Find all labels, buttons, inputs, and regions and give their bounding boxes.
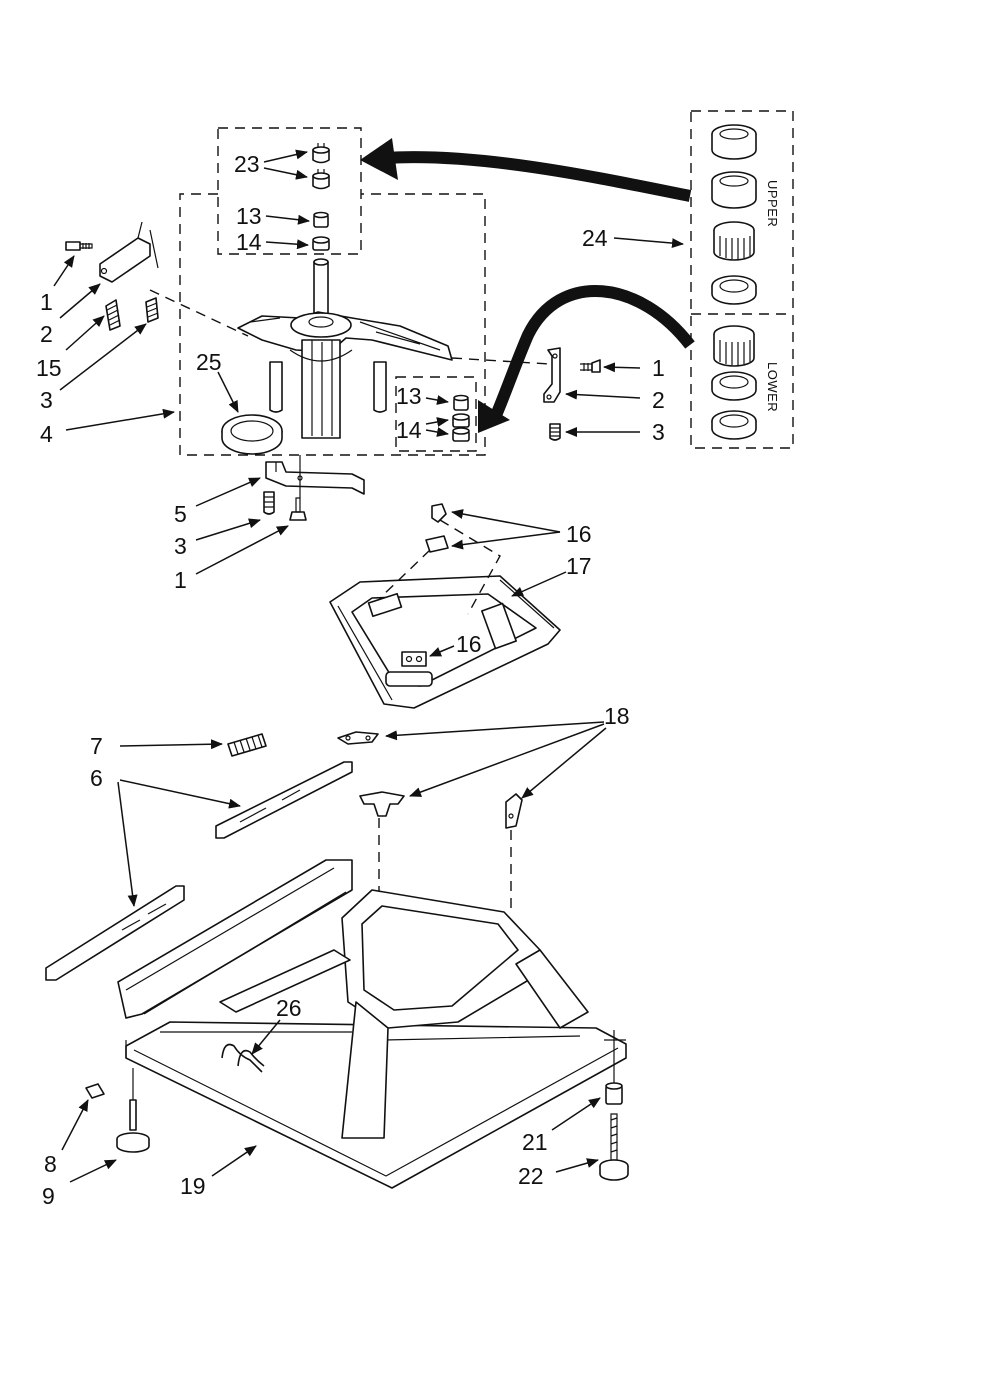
callout-16: 16 bbox=[566, 521, 592, 547]
pad-16 bbox=[431, 503, 447, 523]
bolt-1 bbox=[580, 359, 601, 373]
callout-2: 2 bbox=[40, 321, 53, 347]
snubber-23 bbox=[312, 169, 330, 190]
pin-8 bbox=[85, 1083, 105, 1099]
left-bracket-group bbox=[65, 221, 159, 331]
spring-3 bbox=[549, 423, 561, 441]
lower-kit-parts bbox=[711, 325, 757, 440]
callout-3: 3 bbox=[174, 533, 187, 559]
callout-13: 13 bbox=[236, 203, 262, 229]
callout-19: 19 bbox=[180, 1173, 206, 1199]
callout-24: 24 bbox=[582, 225, 608, 251]
splined-bushing bbox=[713, 221, 755, 261]
spring-3 bbox=[263, 491, 275, 515]
bushing-13 bbox=[313, 211, 329, 228]
lower-kit-arrow bbox=[478, 285, 695, 433]
bracket-2 bbox=[99, 221, 151, 283]
callout-3: 3 bbox=[652, 419, 665, 445]
callout-16: 16 bbox=[456, 631, 482, 657]
base-frame-19 bbox=[117, 859, 627, 1189]
callout-14: 14 bbox=[396, 417, 422, 443]
seal-ring bbox=[711, 124, 757, 160]
callout-labels: 23 13 14 24 1 2 15 3 4 25 13 14 1 2 3 5 … bbox=[36, 151, 665, 1209]
upper-kit-arrow bbox=[360, 138, 692, 202]
upper-lower-kit-box bbox=[690, 110, 794, 449]
corner-base-17 bbox=[329, 575, 561, 709]
spring-15 bbox=[105, 299, 121, 331]
bearing-stack-23-13-14 bbox=[312, 143, 330, 251]
hook-26 bbox=[221, 1043, 265, 1073]
bearing-ring bbox=[711, 275, 757, 305]
washer-14 bbox=[312, 236, 330, 251]
bearing-kit-box bbox=[217, 127, 362, 255]
callout-23: 23 bbox=[234, 151, 260, 177]
rail-6 bbox=[215, 761, 353, 839]
spring-3 bbox=[145, 297, 159, 323]
pad-18 bbox=[359, 791, 405, 817]
hidden-line bbox=[451, 357, 551, 365]
callout-25: 25 bbox=[196, 349, 222, 375]
callout-13: 13 bbox=[396, 383, 422, 409]
callout-5: 5 bbox=[174, 501, 187, 527]
assembly-4-box bbox=[179, 193, 486, 456]
pad-18 bbox=[337, 731, 379, 745]
seal-ring bbox=[711, 171, 757, 209]
callout-17: 17 bbox=[566, 553, 592, 579]
callout-2: 2 bbox=[652, 387, 665, 413]
leader-lines bbox=[53, 149, 684, 1183]
spring-7 bbox=[227, 733, 267, 757]
lower-kit-label: LOWER bbox=[765, 362, 780, 412]
callout-21: 21 bbox=[522, 1129, 548, 1155]
callout-18: 18 bbox=[604, 703, 630, 729]
callout-15: 15 bbox=[36, 355, 62, 381]
leveling-foot-22 bbox=[599, 1113, 629, 1181]
callout-4: 4 bbox=[40, 421, 53, 447]
rail-6 bbox=[45, 885, 185, 981]
pad-16 bbox=[425, 535, 449, 553]
bracket-5 bbox=[265, 461, 365, 495]
right-bracket-group bbox=[543, 347, 601, 441]
callout-6: 6 bbox=[90, 765, 103, 791]
callout-7: 7 bbox=[90, 733, 103, 759]
snubber-23 bbox=[312, 143, 330, 164]
upper-kit-label: UPPER bbox=[765, 180, 780, 227]
callout-9: 9 bbox=[42, 1183, 55, 1209]
bolt-1 bbox=[289, 497, 307, 521]
bearing-kit-box-lower bbox=[395, 376, 477, 452]
upper-kit-parts bbox=[711, 124, 757, 305]
callout-1: 1 bbox=[40, 289, 53, 315]
tub-ring-25 bbox=[221, 414, 283, 455]
bearing-ring bbox=[711, 410, 757, 440]
nut-21 bbox=[605, 1082, 623, 1105]
callout-8: 8 bbox=[44, 1151, 57, 1177]
drive-assembly-4 bbox=[237, 258, 453, 439]
callout-22: 22 bbox=[518, 1163, 544, 1189]
splined-bushing bbox=[713, 325, 755, 367]
callout-14: 14 bbox=[236, 229, 262, 255]
callout-26: 26 bbox=[276, 995, 302, 1021]
bolt-1 bbox=[65, 241, 93, 251]
bracket-2 bbox=[543, 347, 561, 403]
bearing-stack-13-14 bbox=[452, 394, 470, 442]
callout-1: 1 bbox=[652, 355, 665, 381]
callout-1: 1 bbox=[174, 567, 187, 593]
hidden-line bbox=[379, 519, 501, 615]
leveling-foot-9 bbox=[116, 1099, 150, 1153]
callout-3: 3 bbox=[40, 387, 53, 413]
pad-16 bbox=[401, 651, 427, 667]
hidden-line bbox=[149, 289, 249, 337]
pad-18 bbox=[505, 793, 523, 829]
bearing-ring bbox=[711, 371, 757, 401]
